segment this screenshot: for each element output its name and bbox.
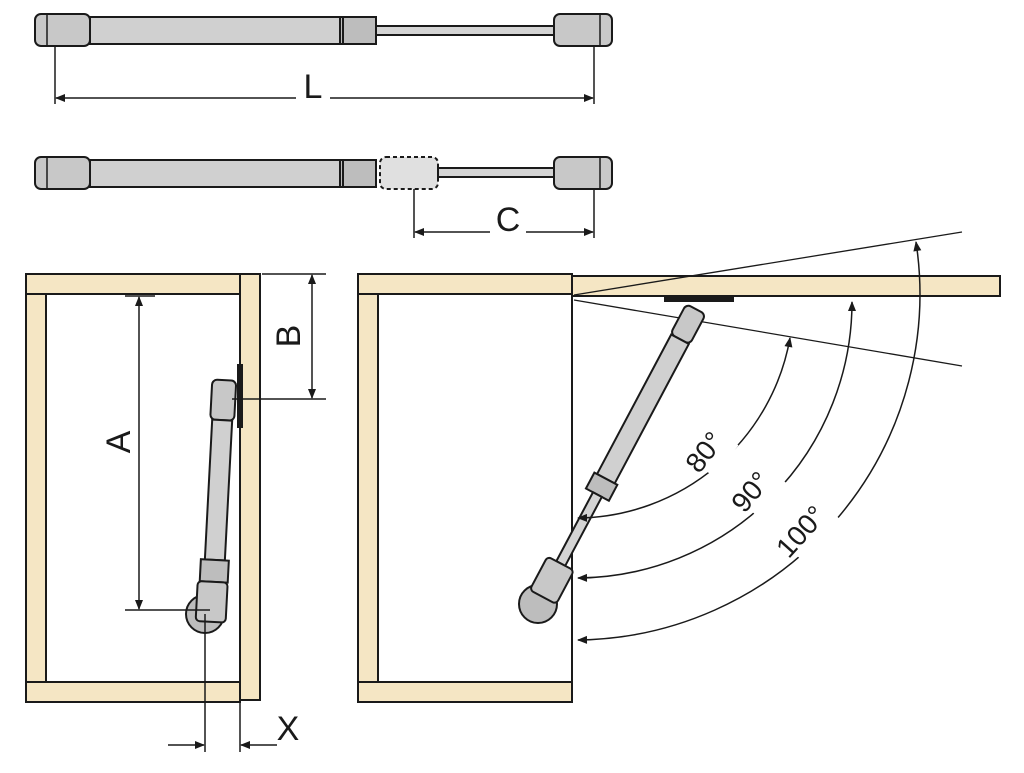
cabinet-closed <box>25 273 261 703</box>
strut-end-cap-left <box>34 13 91 47</box>
cabinet-top-panel <box>25 273 241 295</box>
strut-closed-cabinet <box>185 378 238 634</box>
label-c: C <box>496 201 521 239</box>
strut-extended <box>34 13 613 47</box>
cabinet-bottom-panel <box>25 681 241 703</box>
strut-end-cap-right <box>553 13 613 47</box>
angle-line-80 <box>573 299 963 367</box>
strut-rod <box>375 25 555 36</box>
open-door-mounting-plate <box>664 296 734 302</box>
label-b: B <box>270 325 308 348</box>
strut-cylinder <box>89 16 346 45</box>
strut-end-cap-retracted-ghost <box>379 156 439 190</box>
cabinet-door-panel <box>239 273 261 701</box>
door-mounting-plate <box>237 364 243 428</box>
label-x: X <box>277 710 300 748</box>
cabinet-side-panel <box>25 293 47 683</box>
label-l: L <box>304 68 323 106</box>
open-door-panel <box>571 275 1001 297</box>
label-a: A <box>100 430 138 453</box>
strut-compressed <box>34 156 613 190</box>
